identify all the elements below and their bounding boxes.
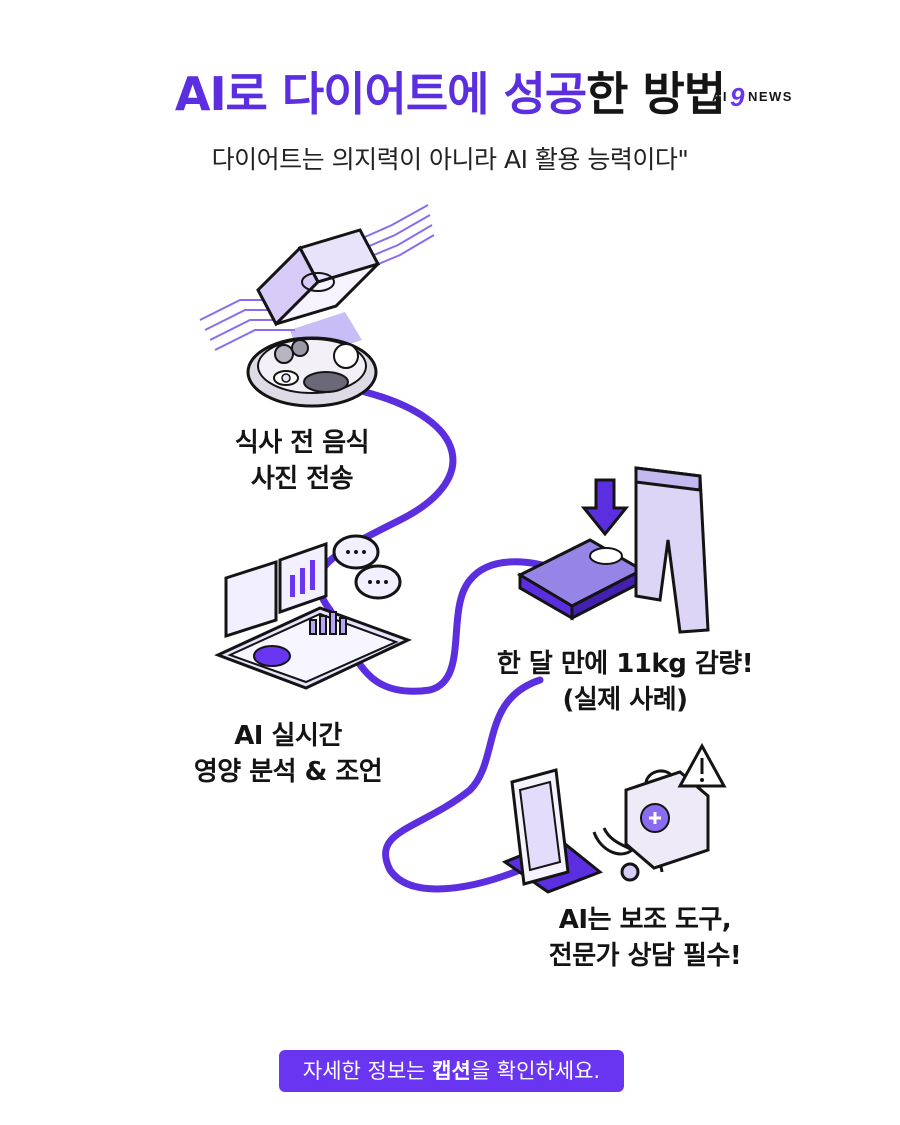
step-ai-analysis: AI 실시간 영양 분석 & 조언 xyxy=(168,718,408,790)
step-line: 사진 전송 xyxy=(250,464,354,494)
title-rest: 한 방법 xyxy=(586,67,726,121)
footer-bold-text: 캡션 xyxy=(432,1059,471,1083)
scale-icon xyxy=(516,538,646,621)
food-plate-icon xyxy=(246,336,378,408)
page-title: AI로 다이어트에 성공한 방법 xyxy=(0,58,900,124)
smartphone-icon xyxy=(256,228,381,360)
step-expert-consult: AI는 보조 도구, 전문가 상담 필수! xyxy=(520,902,770,974)
caption-notice-badge: 자세한 정보는 캡션을 확인하세요. xyxy=(279,1050,624,1092)
logo-number: 9 xyxy=(730,82,746,112)
chat-bubble-icon xyxy=(332,534,402,600)
down-arrow-icon xyxy=(580,478,630,537)
step-photo-send: 식사 전 음식 사진 전송 xyxy=(202,425,402,497)
footer-text: 자세한 정보는 xyxy=(302,1059,433,1083)
footer-text: 을 확인하세요. xyxy=(470,1059,601,1083)
step-weight-loss: 한 달 만에 11kg 감량! (실제 사례) xyxy=(490,646,760,718)
phone-stand-icon xyxy=(501,768,603,894)
medical-kit-icon xyxy=(624,769,710,870)
logo-suffix: NEWS xyxy=(747,89,793,104)
pants-icon xyxy=(634,466,710,634)
page-subtitle: 다이어트는 의지력이 아니라 AI 활용 능력이다" xyxy=(211,145,689,174)
step-line: 한 달 만에 11kg 감량! xyxy=(496,649,754,679)
dashboard-icon xyxy=(214,541,412,690)
step-line: (실제 사례) xyxy=(562,685,689,715)
step-line: 전문가 상담 필수! xyxy=(548,941,742,971)
warning-icon xyxy=(677,742,727,788)
step-line: 영양 분석 & 조언 xyxy=(193,757,383,787)
logo-prefix: AI xyxy=(712,89,728,104)
step-line: 식사 전 음식 xyxy=(234,428,370,458)
step-line: AI는 보조 도구, xyxy=(558,905,732,935)
title-highlight: AI로 다이어트에 성공 xyxy=(174,67,587,121)
step-line: AI 실시간 xyxy=(234,721,342,751)
